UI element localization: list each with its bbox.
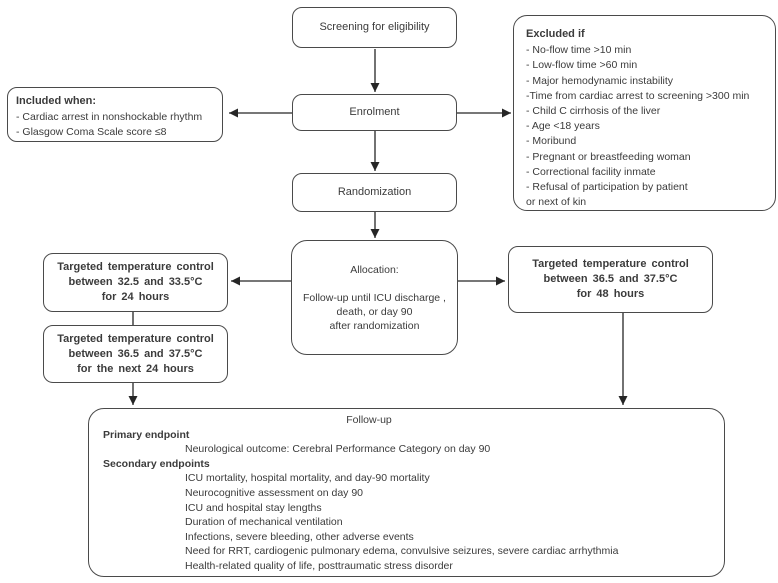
exclusion-item: -Time from cardiac arrest to screening >… bbox=[526, 89, 750, 102]
normothermia-arm-box: Targeted temperature control between 36.… bbox=[508, 246, 713, 313]
exclusion-title: Excluded if bbox=[526, 28, 585, 40]
allocation-title: Allocation: bbox=[350, 263, 399, 276]
allocation-line: death, or day 90 bbox=[336, 305, 413, 318]
allocation-box: Allocation: Follow-up until ICU discharg… bbox=[291, 240, 458, 355]
secondary-endpoint-item: ICU and hospital stay lengths bbox=[185, 501, 322, 514]
exclusion-item: - Child C cirrhosis of the liver bbox=[526, 105, 661, 118]
exclusion-item: - Refusal of participation by patient bbox=[526, 181, 688, 194]
inclusion-title: Included when: bbox=[16, 95, 97, 107]
inclusion-item: - Cardiac arrest in nonshockable rhythm bbox=[16, 111, 203, 124]
screening-label: Screening for eligibility bbox=[319, 20, 430, 33]
exclusion-criteria-box: Excluded if - No-flow time >10 min - Low… bbox=[513, 15, 776, 211]
ttc-line: Targeted temperature control bbox=[57, 261, 214, 273]
exclusion-item: - Major hemodynamic instability bbox=[526, 74, 674, 87]
ttc-line: between 32.5 and 33.5°C bbox=[68, 276, 203, 288]
secondary-endpoint-item: Neurocognitive assessment on day 90 bbox=[185, 486, 364, 499]
secondary-endpoint-item: Infections, severe bleeding, other adver… bbox=[185, 530, 414, 543]
ttc-line: Targeted temperature control bbox=[532, 258, 689, 270]
exclusion-item: - Low-flow time >60 min bbox=[526, 59, 638, 72]
inclusion-item: - Glasgow Coma Scale score ≤8 bbox=[16, 126, 167, 139]
hypothermia-arm-box: Targeted temperature control between 32.… bbox=[43, 253, 228, 312]
randomization-box: Randomization bbox=[292, 173, 457, 212]
exclusion-item: - Age <18 years bbox=[526, 120, 600, 133]
secondary-endpoint-item: Health-related quality of life, posttrau… bbox=[185, 559, 453, 572]
rewarming-arm-box: Targeted temperature control between 36.… bbox=[43, 325, 228, 383]
primary-endpoint-heading: Primary endpoint bbox=[103, 428, 190, 441]
secondary-endpoint-item: Need for RRT, cardiogenic pulmonary edem… bbox=[185, 545, 619, 558]
exclusion-item: or next of kin bbox=[526, 196, 587, 209]
ttc-line: for the next 24 hours bbox=[77, 362, 194, 375]
ttc-line: between 36.5 and 37.5°C bbox=[68, 347, 203, 360]
followup-title: Follow-up bbox=[346, 414, 392, 426]
followup-box: Follow-up Primary endpoint Neurological … bbox=[88, 408, 725, 577]
screening-box: Screening for eligibility bbox=[292, 7, 457, 48]
enrolment-box: Enrolment bbox=[292, 94, 457, 131]
allocation-line: Follow-up until ICU discharge , bbox=[303, 291, 446, 304]
ttc-line: between 36.5 and 37.5°C bbox=[543, 273, 678, 285]
exclusion-item: - No-flow time >10 min bbox=[526, 44, 632, 57]
secondary-endpoint-item: ICU mortality, hospital mortality, and d… bbox=[185, 472, 430, 485]
enrolment-label: Enrolment bbox=[349, 105, 400, 118]
ttc-line: for 24 hours bbox=[101, 291, 170, 303]
secondary-endpoints-heading: Secondary endpoints bbox=[103, 457, 210, 470]
exclusion-item: - Pregnant or breastfeeding woman bbox=[526, 150, 691, 163]
inclusion-criteria-box: Included when: - Cardiac arrest in nonsh… bbox=[7, 87, 223, 142]
secondary-endpoint-item: Duration of mechanical ventilation bbox=[185, 516, 343, 529]
ttc-line: Targeted temperature control bbox=[57, 332, 214, 345]
primary-endpoint-item: Neurological outcome: Cerebral Performan… bbox=[185, 443, 491, 456]
exclusion-item: - Moribund bbox=[526, 135, 577, 148]
allocation-line: after randomization bbox=[329, 319, 420, 332]
exclusion-item: - Correctional facility inmate bbox=[526, 165, 656, 178]
ttc-line: for 48 hours bbox=[576, 288, 645, 300]
randomization-label: Randomization bbox=[337, 185, 412, 198]
